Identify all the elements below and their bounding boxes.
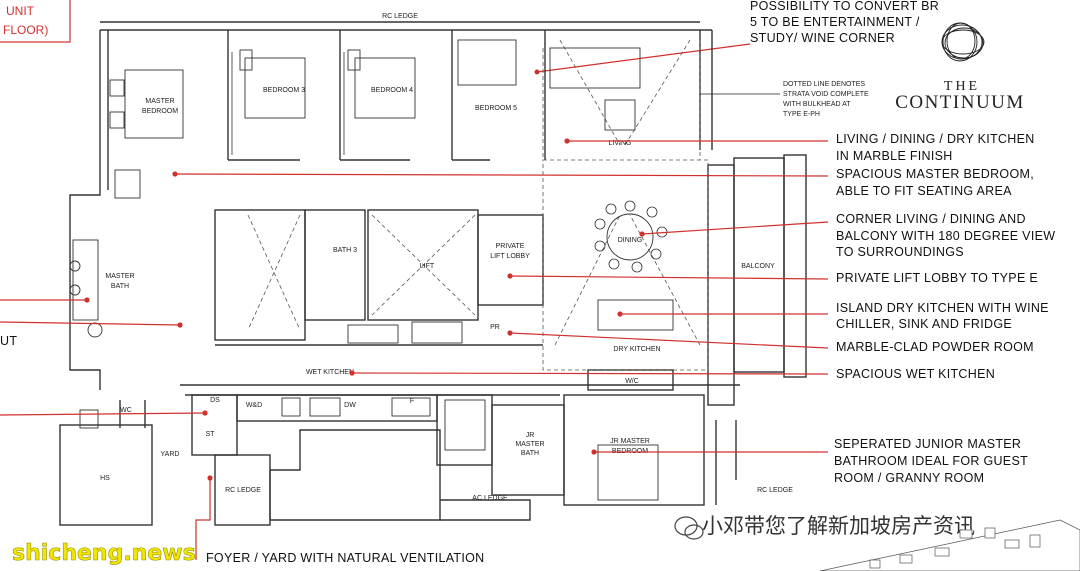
- annot-3-line1: CORNER LIVING / DINING AND: [836, 212, 1026, 226]
- dotted-note-line2: STRATA VOID COMPLETE: [783, 91, 869, 98]
- strata-void-lines: [247, 39, 709, 371]
- leader-7: [351, 372, 829, 375]
- annotation-master-bedroom: SPACIOUS MASTER BEDROOM, ABLE TO FIT SEA…: [836, 167, 1034, 198]
- leader-6: [509, 332, 829, 349]
- room-bedroom3: BEDROOM 3: [263, 87, 305, 94]
- watermark-site: shicheng.news: [12, 541, 196, 566]
- top-note-line2: 5 TO BE ENTERTAINMENT /: [750, 15, 920, 29]
- leader-left-2: [0, 321, 181, 326]
- leader-4: [509, 275, 829, 280]
- room-rc-ledge-right: RC LEDGE: [757, 487, 793, 494]
- annotation-corner-living: CORNER LIVING / DINING AND BALCONY WITH …: [836, 212, 1055, 259]
- annot-1-line1: LIVING / DINING / DRY KITCHEN: [836, 132, 1035, 146]
- room-master-bath-1: MASTER: [105, 273, 134, 280]
- room-jr-master-bath-3: BATH: [521, 450, 539, 457]
- room-f: F: [410, 398, 414, 405]
- room-wet-kitchen: WET KITCHEN: [306, 369, 354, 376]
- dotted-note-line3: WITH BULKHEAD AT: [783, 101, 851, 108]
- room-master-bath-2: BATH: [111, 283, 129, 290]
- room-balcony: BALCONY: [741, 263, 775, 270]
- room-master-bedroom-1: MASTER: [145, 98, 174, 105]
- leader-2: [174, 173, 829, 177]
- annot-2-line2: ABLE TO FIT SEATING AREA: [836, 184, 1012, 198]
- room-jr-master-bath-1: JR: [526, 432, 535, 439]
- leader-bottom: [195, 478, 211, 560]
- leader-3: [641, 221, 829, 235]
- annot-7-line1: SPACIOUS WET KITCHEN: [836, 367, 995, 381]
- leader-lines: [0, 140, 829, 560]
- site-plan-thumbnail: [819, 519, 1080, 571]
- corner-label-line1: UNIT: [6, 4, 35, 18]
- wechat-icon: [674, 516, 704, 540]
- room-bedroom5: BEDROOM 5: [475, 105, 517, 112]
- room-rc-ledge-top: RC LEDGE: [382, 13, 418, 20]
- annot-4-line1: PRIVATE LIFT LOBBY TO TYPE E: [836, 271, 1038, 285]
- leader-dot-top-note: [534, 69, 540, 75]
- room-pr: PR: [490, 324, 500, 331]
- annot-8-line3: ROOM / GRANNY ROOM: [834, 471, 984, 485]
- annot-3-line2: BALCONY WITH 180 DEGREE VIEW: [836, 229, 1055, 243]
- room-private-lift-lobby-2: LIFT LOBBY: [490, 253, 530, 260]
- dotted-note: DOTTED LINE DENOTES STRATA VOID COMPLETE…: [783, 81, 869, 118]
- corner-label-line2: FLOOR): [3, 23, 48, 37]
- leader-left-3: [0, 412, 206, 416]
- room-dining: DINING: [618, 237, 643, 244]
- room-hs: HS: [100, 475, 110, 482]
- room-dry-kitchen: DRY KITCHEN: [613, 346, 660, 353]
- room-dw: DW: [344, 402, 356, 409]
- room-wm: W&D: [246, 402, 262, 409]
- dining-chairs: [594, 200, 668, 273]
- room-bedroom4: BEDROOM 4: [371, 87, 413, 94]
- room-bath3: BATH 3: [333, 247, 357, 254]
- annotation-island-kitchen: ISLAND DRY KITCHEN WITH WINE CHILLER, SI…: [836, 301, 1049, 331]
- leader-dots: [84, 138, 645, 481]
- dotted-note-line1: DOTTED LINE DENOTES: [783, 81, 865, 88]
- room-rc-ledge-yard: RC LEDGE: [225, 487, 261, 494]
- room-living: LIVING: [609, 140, 632, 147]
- annot-1-line2: IN MARBLE FINISH: [836, 149, 953, 163]
- brand-line1: THE: [944, 79, 980, 94]
- bottom-note: FOYER / YARD WITH NATURAL VENTILATION: [206, 551, 485, 565]
- annot-2-line1: SPACIOUS MASTER BEDROOM,: [836, 167, 1034, 181]
- annot-5-line2: CHILLER, SINK AND FRIDGE: [836, 317, 1012, 331]
- plan-walls: [59, 21, 807, 526]
- corner-label-box: [0, 0, 71, 43]
- room-st: ST: [206, 431, 216, 438]
- annot-5-line1: ISLAND DRY KITCHEN WITH WINE: [836, 301, 1049, 315]
- leader-top-note: [536, 43, 751, 73]
- annot-8-line1: SEPERATED JUNIOR MASTER: [834, 437, 1021, 451]
- top-note-line1: POSSIBILITY TO CONVERT BR: [750, 0, 939, 13]
- room-private-lift-lobby-1: PRIVATE: [496, 243, 525, 250]
- room-jr-master-bath-2: MASTER: [515, 441, 544, 448]
- watermark-cn: 小邓带您了解新加坡房产资讯: [702, 514, 975, 538]
- room-wine: W/C: [625, 378, 639, 385]
- annotation-living-dining: LIVING / DINING / DRY KITCHEN IN MARBLE …: [836, 132, 1035, 163]
- annotation-junior-master: SEPERATED JUNIOR MASTER BATHROOM IDEAL F…: [834, 437, 1028, 485]
- room-yard: YARD: [161, 451, 180, 458]
- annot-3-line3: TO SURROUNDINGS: [836, 245, 964, 259]
- annot-6-line1: MARBLE-CLAD POWDER ROOM: [836, 340, 1034, 354]
- dotted-note-line4: TYPE E-PH: [783, 111, 820, 118]
- brand-line2: CONTINUUM: [895, 92, 1025, 113]
- top-note: POSSIBILITY TO CONVERT BR 5 TO BE ENTERT…: [750, 0, 939, 45]
- room-ac-ledge: AC LEDGE: [472, 495, 508, 502]
- continuum-logo-icon: [941, 22, 985, 62]
- left-fragment: UT: [0, 334, 17, 348]
- room-lift: LIFT: [420, 263, 435, 270]
- room-jr-master-bedroom-1: JR MASTER: [610, 438, 650, 445]
- room-master-bedroom-2: BEDROOM: [142, 108, 178, 115]
- room-wc: WC: [120, 407, 132, 414]
- annot-8-line2: BATHROOM IDEAL FOR GUEST: [834, 454, 1028, 468]
- room-ds: DS: [210, 397, 220, 404]
- top-note-line3: STUDY/ WINE CORNER: [750, 31, 895, 45]
